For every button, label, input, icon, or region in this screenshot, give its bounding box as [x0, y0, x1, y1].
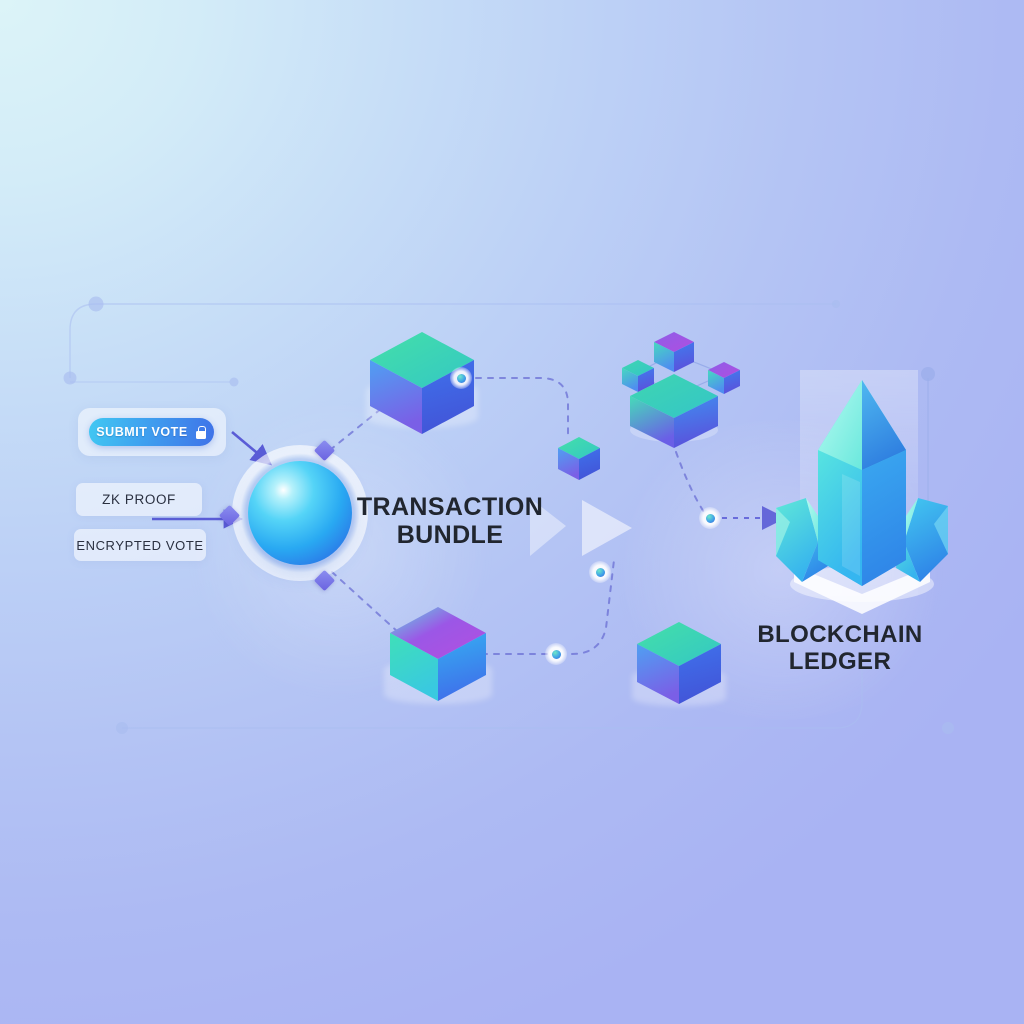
lock-icon [195, 425, 207, 439]
chip-encrypted-vote[interactable]: ENCRYPTED VOTE [74, 529, 206, 561]
path-node-3 [545, 643, 567, 665]
submit-vote-button[interactable]: SUBMIT VOTE [89, 418, 214, 446]
label-transaction-bundle-line1: TRANSACTION [356, 493, 544, 521]
cube-mid[interactable] [556, 436, 602, 482]
label-blockchain-ledger-line1: BLOCKCHAIN [757, 621, 923, 648]
chip-zk-proof[interactable]: ZK PROOF [76, 483, 202, 516]
cube-bottom-right[interactable] [634, 620, 724, 708]
label-blockchain-ledger-line2: LEDGER [788, 647, 892, 675]
blockchain-ledger-crystal[interactable] [756, 370, 968, 622]
cube-bottom-left[interactable] [386, 605, 490, 705]
path-node-2 [589, 561, 611, 583]
label-transaction-bundle-line2: BUNDLE [396, 521, 504, 549]
path-node-4 [699, 507, 721, 529]
transaction-bundle-sphere[interactable] [248, 461, 352, 565]
node-cluster[interactable] [612, 326, 752, 452]
chip-zk-proof-label: ZK PROOF [102, 492, 176, 507]
label-transaction-bundle: TRANSACTION BUNDLE [334, 493, 566, 549]
label-blockchain-ledger: BLOCKCHAIN LEDGER [722, 621, 958, 676]
path-node-1 [450, 367, 472, 389]
chip-encrypted-vote-label: ENCRYPTED VOTE [76, 537, 204, 553]
submit-vote-label: SUBMIT VOTE [96, 425, 188, 439]
ghost-chevron-right [582, 500, 632, 556]
